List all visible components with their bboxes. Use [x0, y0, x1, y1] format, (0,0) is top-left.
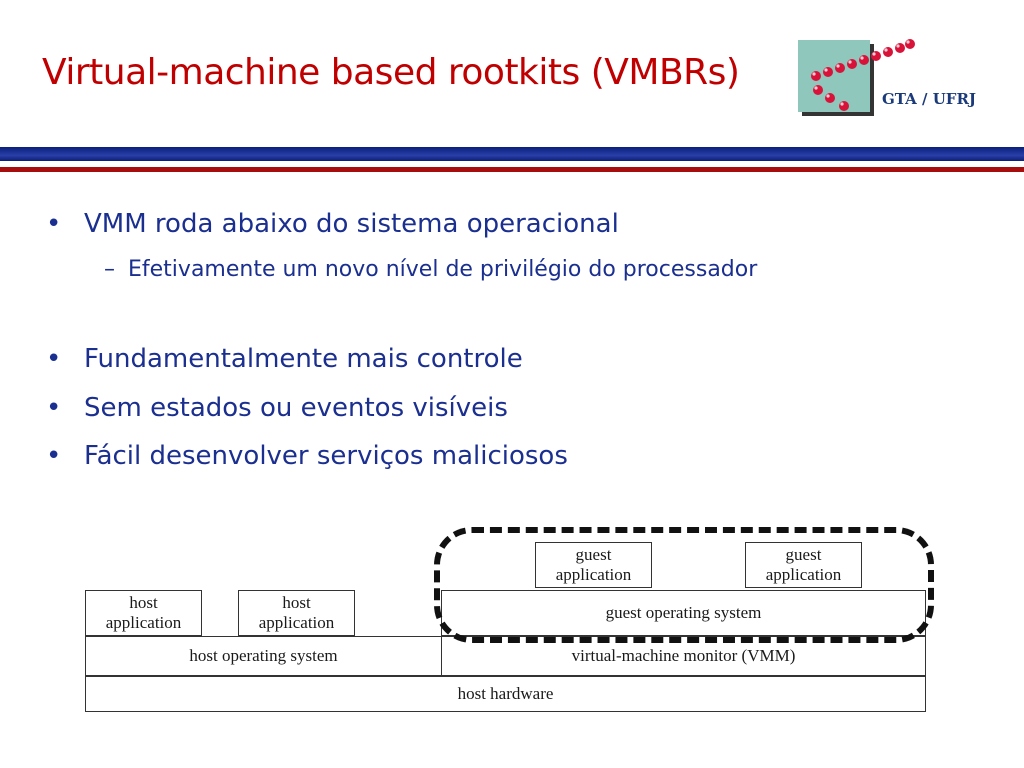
- virtual-machine-dashed-outline: [434, 527, 934, 643]
- gta-logo: [798, 39, 915, 116]
- bullet-text: Sem estados ou eventos visíveis: [84, 393, 508, 423]
- bullet-dot-icon: •: [46, 393, 62, 423]
- guest-operating-system-box: guest operating system: [441, 590, 926, 636]
- host-application-box-2: host application: [238, 590, 355, 636]
- bullet-dot-icon: •: [46, 344, 62, 374]
- bullet-text: VMM roda abaixo do sistema operacional: [84, 209, 619, 239]
- guest-application-box-1: guest application: [535, 542, 652, 588]
- sub-bullet-text: Efetivamente um novo nível de privilégio…: [128, 257, 758, 282]
- bullet-text: Fundamentalmente mais controle: [84, 344, 523, 374]
- host-operating-system-box: host operating system: [85, 636, 442, 676]
- header-rule-red: [0, 167, 1024, 172]
- bullet-text: Fácil desenvolver serviços maliciosos: [84, 441, 568, 471]
- guest-application-box-2: guest application: [745, 542, 862, 588]
- host-application-box-1: host application: [85, 590, 202, 636]
- bullet-dot-icon: •: [46, 441, 62, 471]
- bullet-dot-icon: •: [46, 209, 62, 239]
- slide-title: Virtual-machine based rootkits (VMBRs): [42, 52, 740, 93]
- header-rule-blue: [0, 147, 1024, 161]
- header-rule-gap: [0, 161, 1024, 164]
- host-hardware-box: host hardware: [85, 676, 926, 712]
- sub-bullet-dash-icon: –: [104, 257, 115, 282]
- logo-caption: GTA / UFRJ: [882, 90, 977, 108]
